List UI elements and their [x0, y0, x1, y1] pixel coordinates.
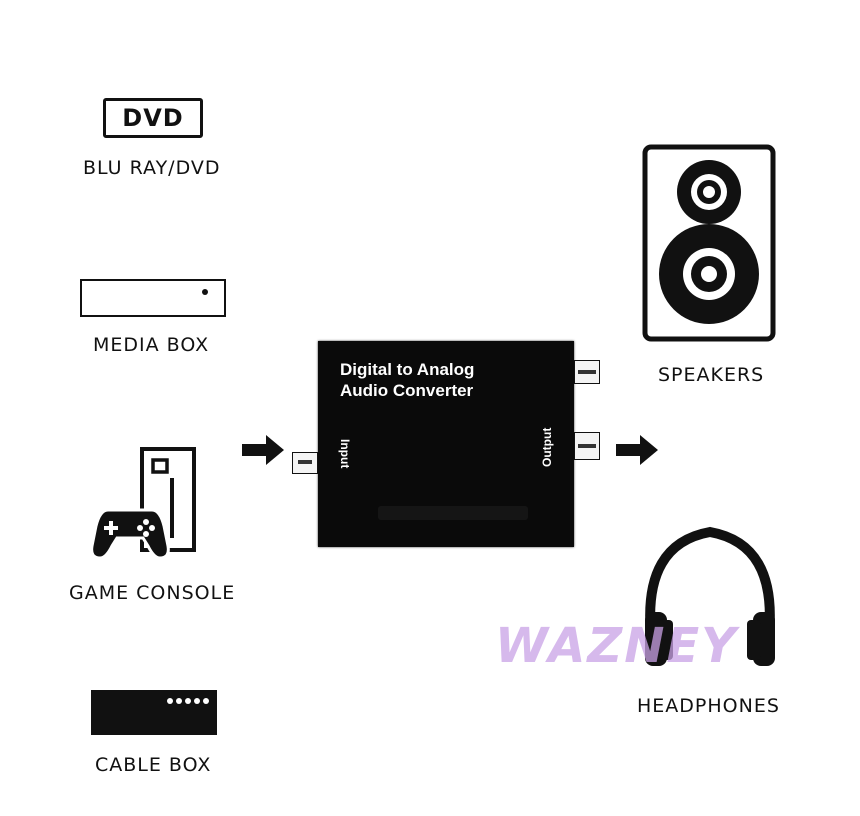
converter-title-line1: Digital to Analog — [340, 360, 475, 379]
converter-device: Digital to Analog Audio Converter Input … — [318, 341, 574, 547]
cable-box-label: CABLE BOX — [95, 754, 212, 776]
output-port-label: Output — [540, 427, 554, 467]
game-console-label: GAME CONSOLE — [69, 582, 236, 604]
input-port-label: Input — [338, 439, 352, 469]
dvd-icon: DVD — [103, 98, 203, 138]
cable-box-icon — [91, 690, 217, 735]
optical-input-port — [292, 452, 318, 474]
speakers-label: SPEAKERS — [658, 364, 765, 386]
converter-title-line2: Audio Converter — [340, 381, 474, 400]
output-arrow-icon — [616, 435, 658, 465]
dvd-badge-text: DVD — [122, 104, 184, 132]
speaker-icon — [642, 144, 776, 342]
rca-output-port-top — [574, 360, 600, 384]
brand-watermark: WAZNEY — [495, 618, 738, 674]
input-arrow-icon — [242, 435, 284, 465]
media-box-icon — [80, 279, 226, 317]
media-box-label: MEDIA BOX — [93, 334, 210, 356]
headphones-label: HEADPHONES — [637, 695, 780, 717]
blu-ray-dvd-label: BLU RAY/DVD — [83, 157, 221, 179]
rca-output-port-bottom — [574, 432, 600, 460]
game-console-icon — [90, 447, 196, 560]
headphones-icon — [645, 526, 775, 666]
